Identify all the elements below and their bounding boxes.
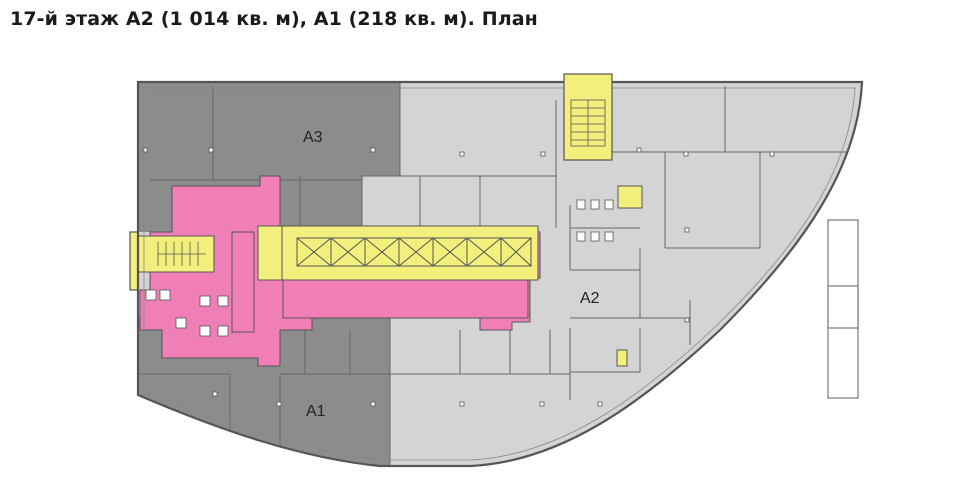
toilet-fixtures-right [576, 199, 614, 242]
zone-label-a3: A3 [303, 129, 323, 146]
balcony-outline [827, 219, 859, 399]
top-stair [563, 73, 613, 161]
left-stair [138, 235, 215, 273]
toilet-fixtures-left [145, 289, 229, 337]
shaft-small [617, 185, 643, 209]
elevator-shafts [296, 237, 532, 267]
exterior-wall [136, 80, 864, 468]
shaft-tiny [616, 349, 628, 367]
page-title: 17-й этаж A2 (1 014 кв. м), A1 (218 кв. … [10, 8, 538, 30]
zone-label-a1: A1 [306, 403, 326, 420]
zone-label-a2: A2 [580, 290, 600, 307]
columns [142, 147, 775, 407]
